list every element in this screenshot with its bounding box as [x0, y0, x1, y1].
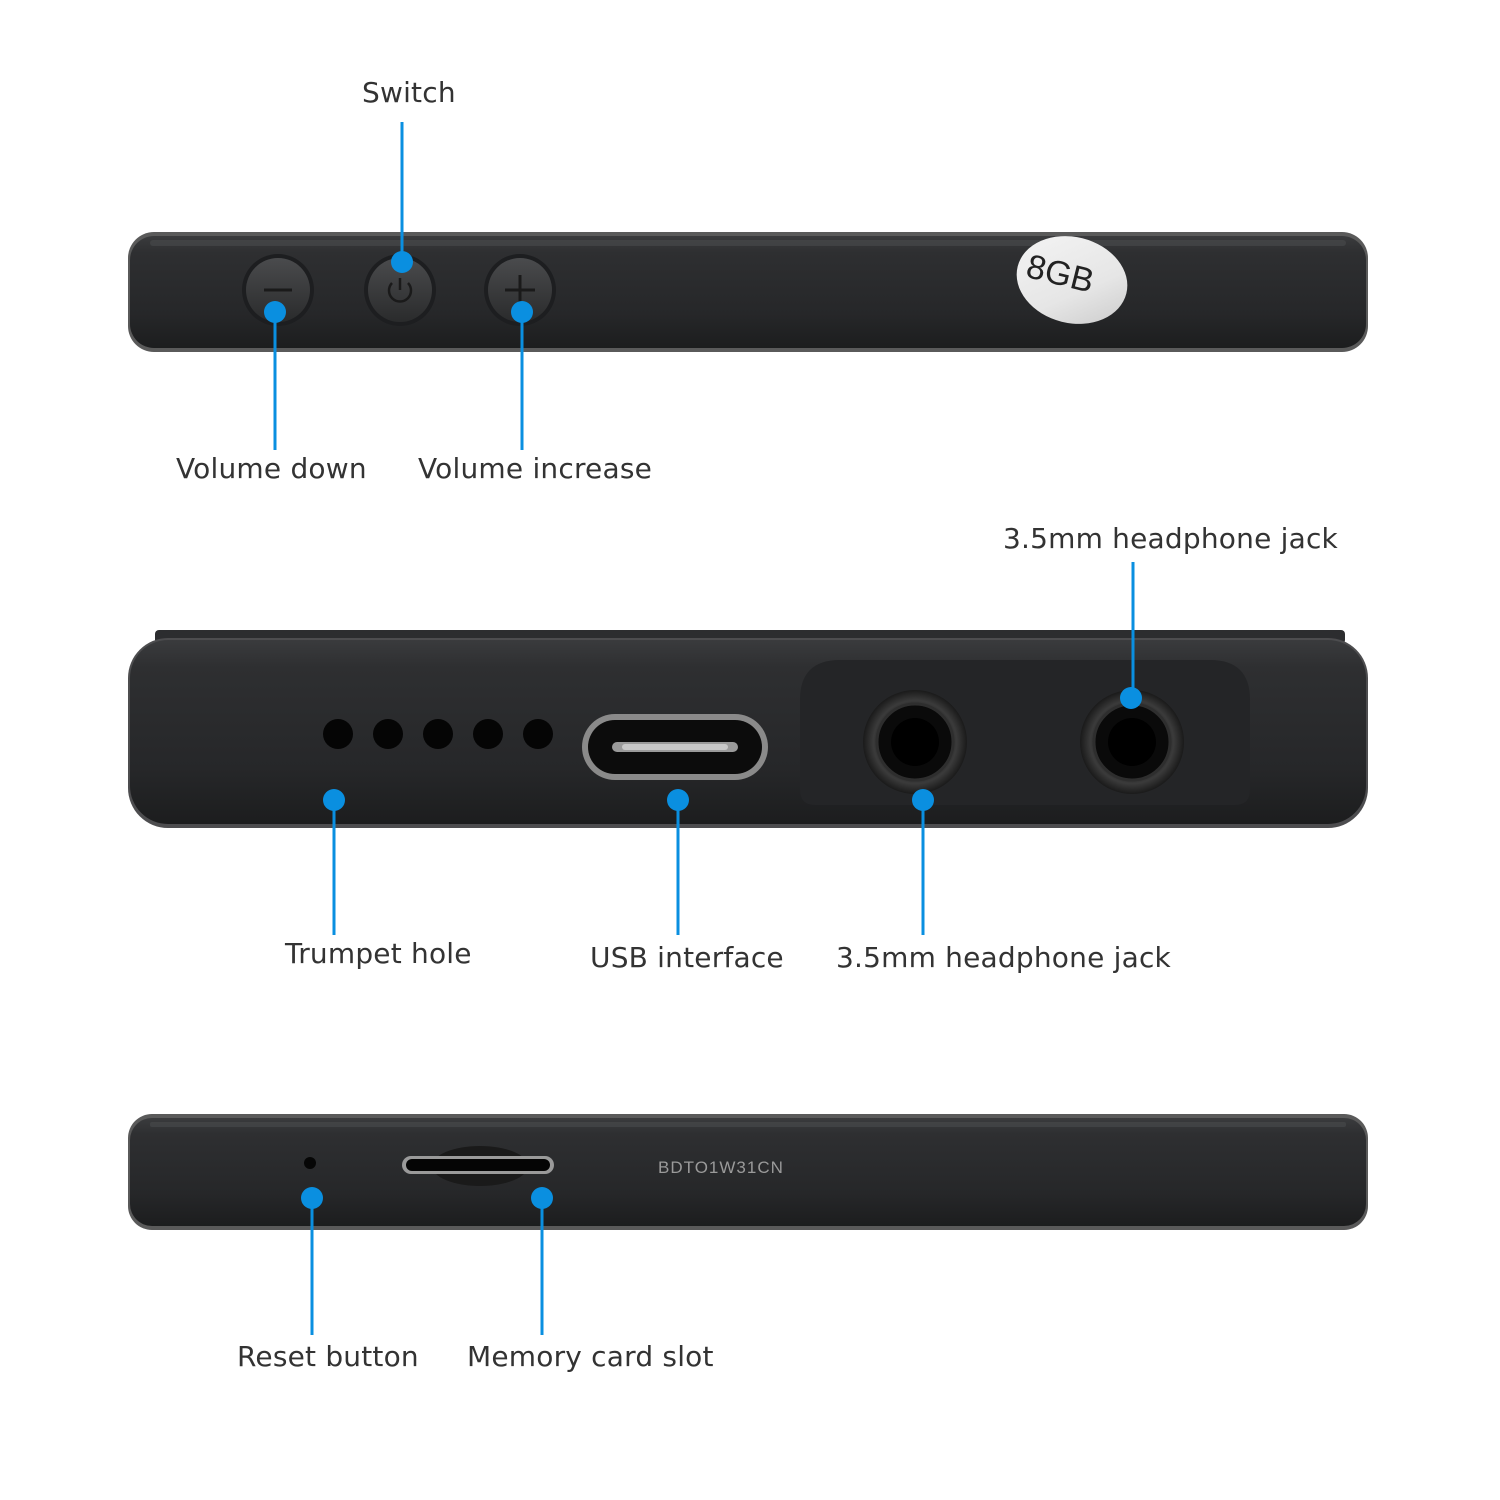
side-view-device	[128, 1114, 1368, 1230]
volume-increase-dot	[511, 301, 533, 323]
bottom-view-device	[128, 630, 1368, 828]
side-view-callouts	[301, 1187, 553, 1335]
volume-down-button[interactable]	[242, 254, 314, 326]
top-view-callouts	[264, 122, 533, 450]
bottom-view-callouts	[323, 562, 1142, 935]
volume-down-dot	[264, 301, 286, 323]
headphone-bottom-dot	[912, 789, 934, 811]
headphone-jack-right[interactable]	[1080, 690, 1184, 794]
speaker-grille	[323, 719, 553, 749]
volume-down-label: Volume down	[176, 452, 367, 485]
volume-increase-button[interactable]	[484, 254, 556, 326]
usb-interface-label: USB interface	[590, 941, 784, 974]
trumpet-hole-label: Trumpet hole	[285, 937, 472, 970]
reset-dot	[301, 1187, 323, 1209]
headphone-jack-top-label: 3.5mm headphone jack	[1003, 522, 1338, 555]
headphone-top-dot	[1120, 687, 1142, 709]
usb-c-port[interactable]	[582, 714, 768, 780]
switch-label: Switch	[362, 76, 456, 109]
memory-card-slot[interactable]	[402, 1146, 554, 1186]
trumpet-hole-dot	[323, 789, 345, 811]
power-switch-button[interactable]	[364, 254, 436, 326]
reset-button-label: Reset button	[237, 1340, 419, 1373]
reset-pinhole[interactable]	[304, 1157, 316, 1169]
top-view-device	[128, 232, 1368, 352]
plus-icon	[505, 275, 535, 305]
memory-card-slot-label: Memory card slot	[467, 1340, 714, 1373]
headphone-jack-bottom-label: 3.5mm headphone jack	[836, 941, 1171, 974]
memory-card-dot	[531, 1187, 553, 1209]
switch-dot	[391, 251, 413, 273]
serial-number: BDTO1W31CN	[658, 1158, 784, 1177]
power-icon	[387, 278, 413, 303]
usb-dot	[667, 789, 689, 811]
capacity-sticker	[1016, 236, 1128, 324]
volume-increase-label: Volume increase	[418, 452, 653, 485]
headphone-jack-left[interactable]	[863, 690, 967, 794]
